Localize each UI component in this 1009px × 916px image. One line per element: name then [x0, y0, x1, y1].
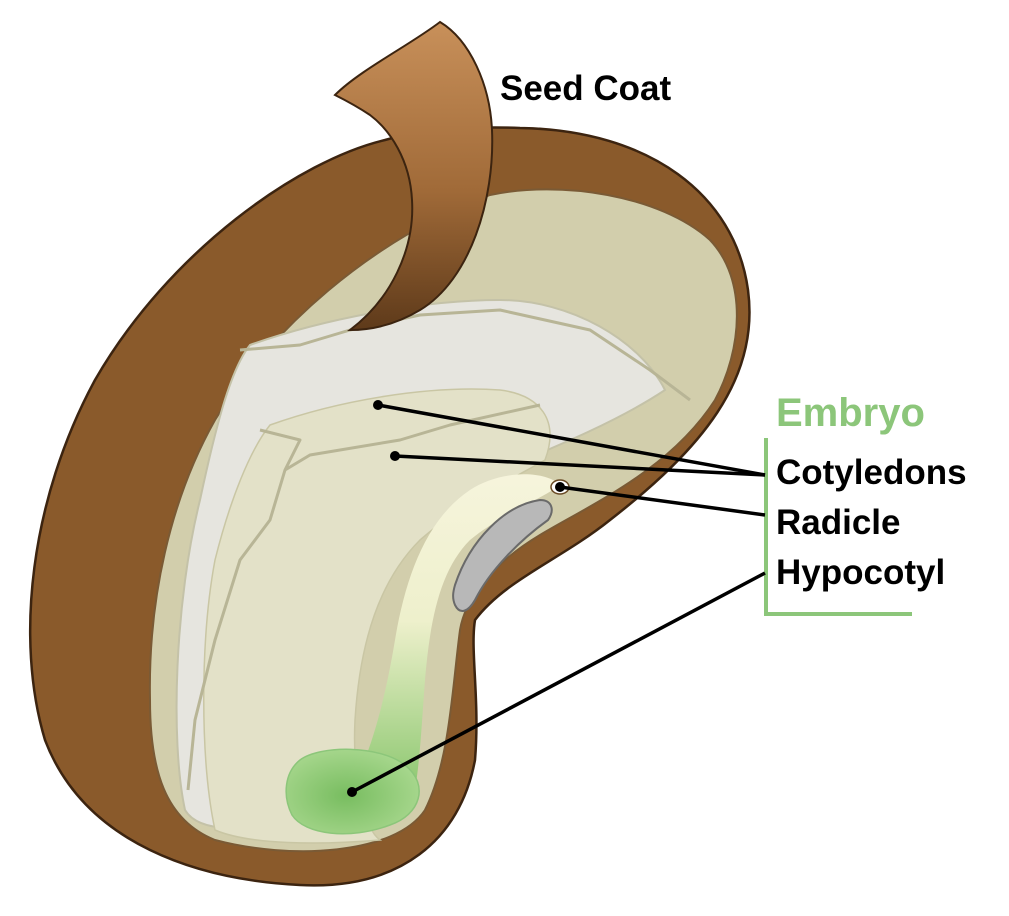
radicle-label: Radicle [776, 503, 901, 542]
hypocotyl-leader [351, 571, 766, 794]
cotyledon-crack [186, 403, 541, 791]
cotyledons-label: Cotyledons [776, 453, 967, 492]
radicle-dot [555, 482, 565, 492]
cotyledon-leader-1 [377, 403, 766, 477]
seed-coat-label: Seed Coat [500, 69, 672, 108]
embryo-axis [345, 474, 560, 800]
cotyledon-edge-crack [239, 308, 691, 402]
embryo-label: Embryo [776, 391, 925, 435]
seed-coat-flap [333, 20, 494, 332]
leader-dots [347, 400, 565, 797]
radicle-leader [559, 485, 766, 517]
leader-lines [351, 403, 766, 794]
cotyledon-dot-1 [373, 400, 383, 410]
hypocotyl-label: Hypocotyl [776, 553, 946, 592]
embryo-bracket [764, 438, 912, 616]
cotyledon-leader-2 [394, 454, 766, 477]
cotyledon-dot-2 [390, 451, 400, 461]
hypocotyl-dot [347, 787, 357, 797]
hypocotyl-shape [452, 498, 553, 612]
